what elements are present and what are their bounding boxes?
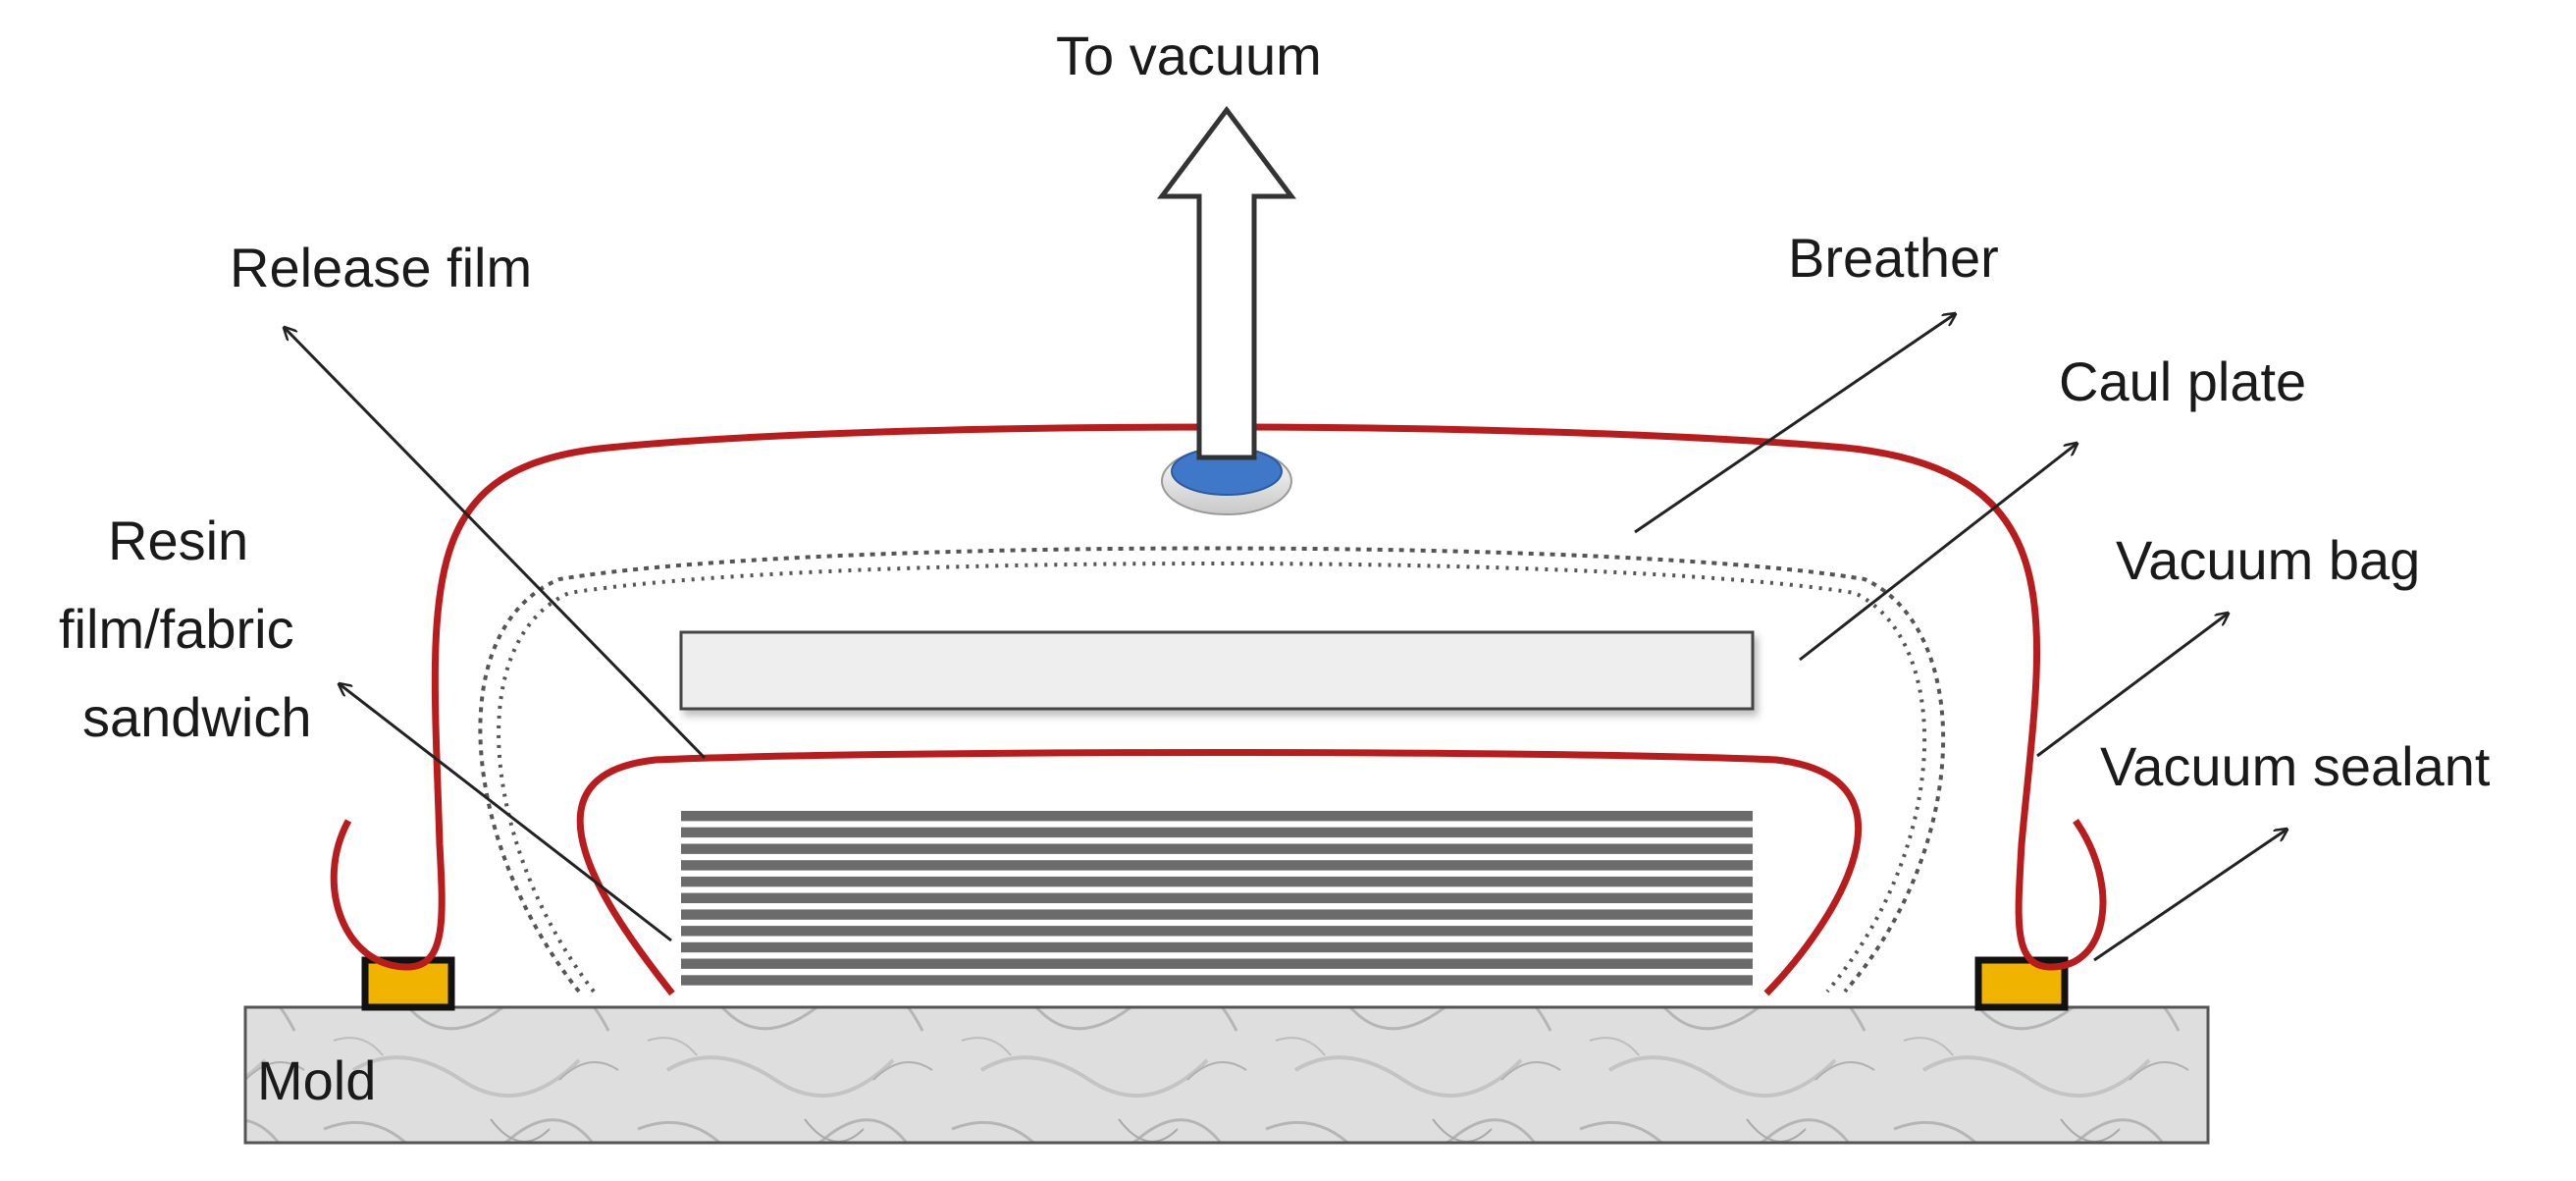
fabric-layer [681, 827, 1753, 838]
vacuum-bag-label: Vacuum bag [2116, 529, 2420, 591]
fabric-layer [681, 975, 1753, 986]
resin-sandwich-pointer [340, 684, 672, 942]
breather-label: Breather [1788, 227, 1999, 289]
fabric-layer [681, 941, 1753, 953]
resin-label-line1: Resin [108, 510, 248, 571]
fabric-layer [681, 909, 1753, 920]
vacuum-sealant-pointer [2093, 830, 2287, 962]
fabric-layer [681, 811, 1753, 822]
fabric-layer [681, 926, 1753, 937]
caul-plate-label: Caul plate [2059, 350, 2306, 412]
fabric-layer [681, 843, 1753, 854]
breather-pointer [1634, 314, 1955, 534]
up-hollow-arrow-icon [1157, 105, 1296, 460]
vacuum-sealant-label: Vacuum sealant [2100, 735, 2491, 797]
breather-outline-outer [478, 546, 1946, 993]
resin-label-line2: film/fabric [59, 598, 294, 660]
fabric-layup-stack [681, 811, 1753, 986]
release-film-label: Release film [230, 237, 532, 298]
caul-plate-pointer [1799, 444, 2077, 662]
breather-outline-inner [497, 562, 1927, 993]
fabric-layer [681, 860, 1753, 871]
vacuum-bag-pointer [2036, 614, 2228, 758]
resin-label-line3: sandwich [82, 686, 311, 748]
fabric-layer [681, 876, 1753, 887]
fabric-layer [681, 892, 1753, 903]
fabric-layer [681, 958, 1753, 969]
mold [243, 1005, 2210, 1145]
caul-plate [679, 630, 1755, 711]
to-vacuum-label: To vacuum [1056, 25, 1322, 86]
mold-label: Mold [257, 1049, 376, 1111]
release-film [576, 749, 1863, 996]
release-film-pointer [285, 328, 707, 760]
